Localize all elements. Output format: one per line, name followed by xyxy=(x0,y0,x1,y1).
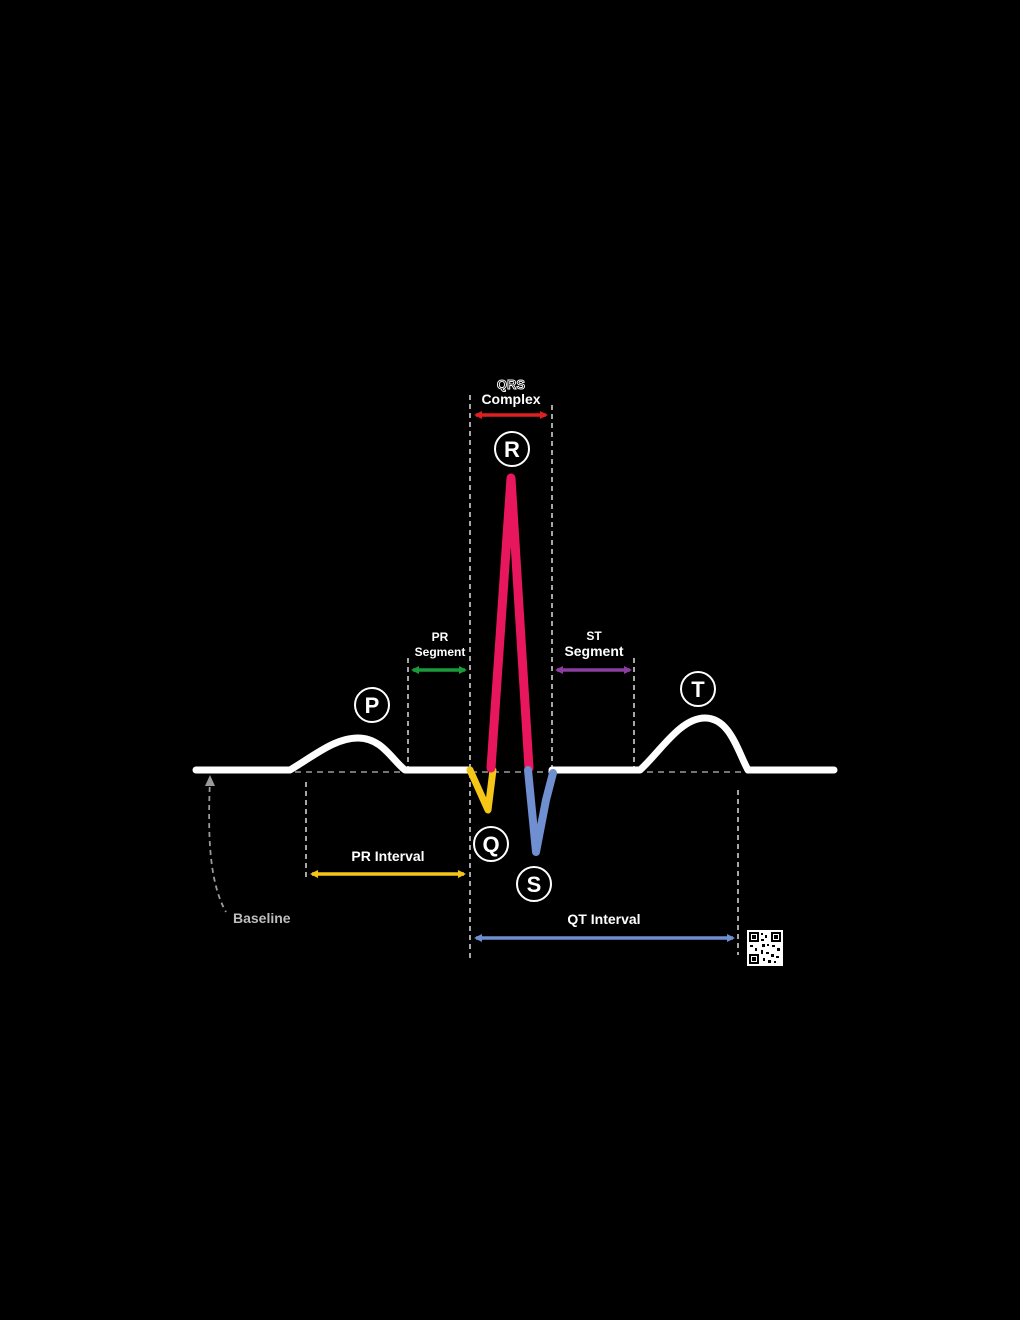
guide-lines xyxy=(305,395,739,960)
r-wave-trace xyxy=(486,473,534,773)
r-wave-circle xyxy=(494,431,530,467)
pr-interval-label: PR Interval xyxy=(351,848,424,864)
p-wave-label: P xyxy=(365,693,380,718)
pr-segment-label-line2: Segment xyxy=(415,645,466,659)
pr-segment-label-line1: PR xyxy=(432,630,449,644)
wave-t-marker: T xyxy=(680,671,716,707)
baseline-pointer-head xyxy=(205,775,215,786)
pr-interval-annotation: PR Interval xyxy=(310,848,466,878)
t-wave-label: T xyxy=(691,677,705,702)
q-wave-trace xyxy=(466,766,497,814)
qrs-title-line2: Complex xyxy=(481,391,540,407)
wave-s-marker: S xyxy=(516,866,552,902)
p-wave-circle xyxy=(354,687,390,723)
baseline-pointer xyxy=(208,777,227,913)
qrs-title-line1: QRS xyxy=(497,377,526,392)
st-segment-label-line1: ST xyxy=(586,629,602,643)
pr-segment-annotation: PR Segment xyxy=(411,630,467,674)
qr-code-icon xyxy=(747,930,783,966)
st-segment-annotation: ST Segment xyxy=(555,629,632,674)
s-wave-trace xyxy=(524,766,557,856)
qt-interval-annotation: QT Interval xyxy=(474,911,735,942)
wave-q-marker: Q xyxy=(473,826,509,862)
ecg-trace xyxy=(192,714,838,774)
s-wave-label: S xyxy=(527,872,542,897)
q-wave-circle xyxy=(473,826,509,862)
wave-p-marker: P xyxy=(354,687,390,723)
qrs-complex-annotation: QRS Complex xyxy=(474,377,548,419)
t-wave-circle xyxy=(680,671,716,707)
q-wave-label: Q xyxy=(482,832,499,857)
t-wave-trace xyxy=(548,714,838,774)
qrs-trace xyxy=(466,473,557,856)
r-wave-label: R xyxy=(504,437,520,462)
baseline-label: Baseline xyxy=(233,910,291,926)
p-wave-trace xyxy=(192,734,474,774)
qt-interval-label: QT Interval xyxy=(567,911,640,927)
wave-r-marker: R xyxy=(494,431,530,467)
baseline-annotation: Baseline xyxy=(205,775,291,926)
st-segment-label-line2: Segment xyxy=(564,643,623,659)
s-wave-circle xyxy=(516,866,552,902)
